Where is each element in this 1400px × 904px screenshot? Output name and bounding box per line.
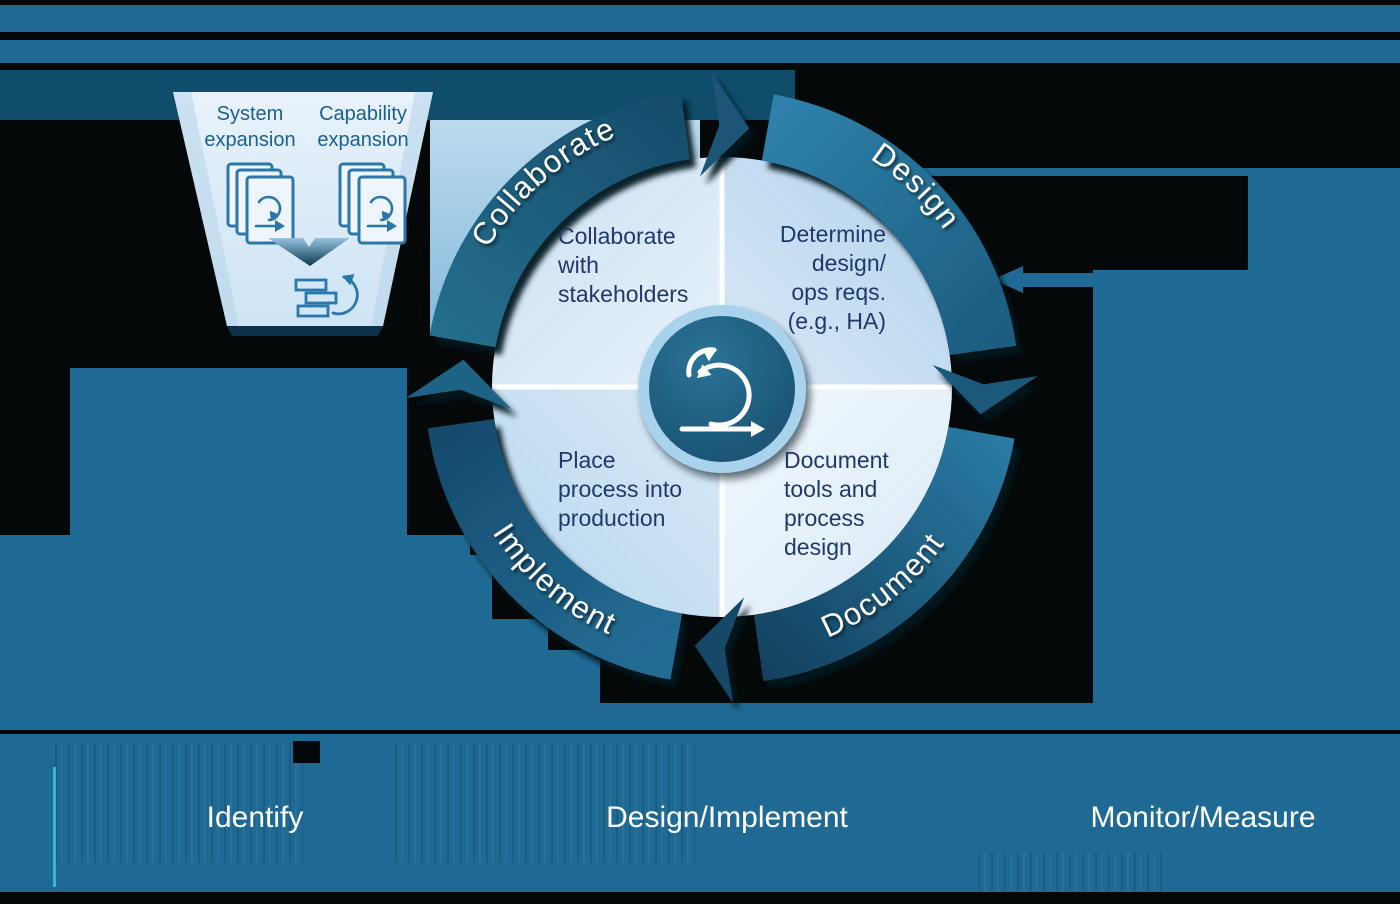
- band-bottom-edge: [0, 892, 1400, 904]
- document-stack-icon: [226, 162, 295, 245]
- background-fragment-stair-3: [0, 619, 548, 650]
- band-separator-line: [0, 730, 1400, 734]
- top-bar-1: [0, 5, 1400, 32]
- funnel-label-capability: Capability expansion: [317, 103, 409, 151]
- sprint-loop-arrowheads: [697, 348, 765, 437]
- clockwise-arrowhead-bottom: [694, 597, 745, 703]
- bottom-strip: [0, 703, 1400, 730]
- phase-label-monitor-measure: Monitor/Measure: [1090, 801, 1316, 834]
- left-arrow-shaft: [1022, 273, 1097, 287]
- funnel-arrow-icon: [268, 238, 350, 266]
- background-fragment-stair-2: [0, 555, 492, 619]
- clockwise-arrowhead-top: [699, 71, 750, 177]
- phase-label-identify: Identify: [206, 801, 304, 834]
- funnel-left-shade: [173, 92, 239, 326]
- band-streak-artifact-1: [55, 743, 303, 863]
- cycle-hub: [638, 305, 806, 473]
- note-document: Document tools and process design: [784, 447, 889, 560]
- background-fragment-right-strip: [920, 168, 1400, 176]
- ring-segment-collaborate: [429, 92, 690, 348]
- funnel-shape: [173, 92, 433, 326]
- cycle-ring-arrows: [406, 71, 1038, 703]
- clockwise-arrowhead-left: [406, 359, 512, 410]
- clockwise-arrowhead-right: [932, 364, 1038, 415]
- band-notch-artifact: [293, 741, 320, 763]
- band-streak-artifact-3: [978, 853, 1163, 891]
- note-collaborate: Collaborate with stakeholders: [558, 223, 689, 307]
- ring-segment-implement: [427, 419, 683, 680]
- bottom-band: [0, 734, 1400, 892]
- process-cycle: Collaborate Design Document Implement: [406, 71, 1038, 703]
- ring-segment-design: [761, 94, 1017, 355]
- document-stack-icon: [338, 162, 407, 245]
- ring-segment-document: [754, 426, 1015, 682]
- funnel-label-system: System expansion: [204, 103, 296, 151]
- phase-label-design-implement: Design/Implement: [606, 801, 848, 834]
- background-fragment-stair-4: [0, 650, 600, 703]
- top-bar-2: [0, 40, 1400, 63]
- note-implement: Place process into production: [558, 447, 683, 531]
- band-streak-artifact-2: [395, 743, 695, 863]
- note-design: Determine design/ ops reqs. (e.g., HA): [779, 221, 886, 334]
- hub-disc: [649, 316, 795, 462]
- background-fragment-stair-1: [0, 535, 470, 555]
- backlog-icon: [294, 274, 359, 318]
- funnel-bottom-edge: [227, 326, 383, 336]
- background-fragment-left-block: [70, 368, 407, 535]
- band-cyan-line-artifact: [53, 767, 56, 887]
- intake-funnel: [173, 92, 433, 336]
